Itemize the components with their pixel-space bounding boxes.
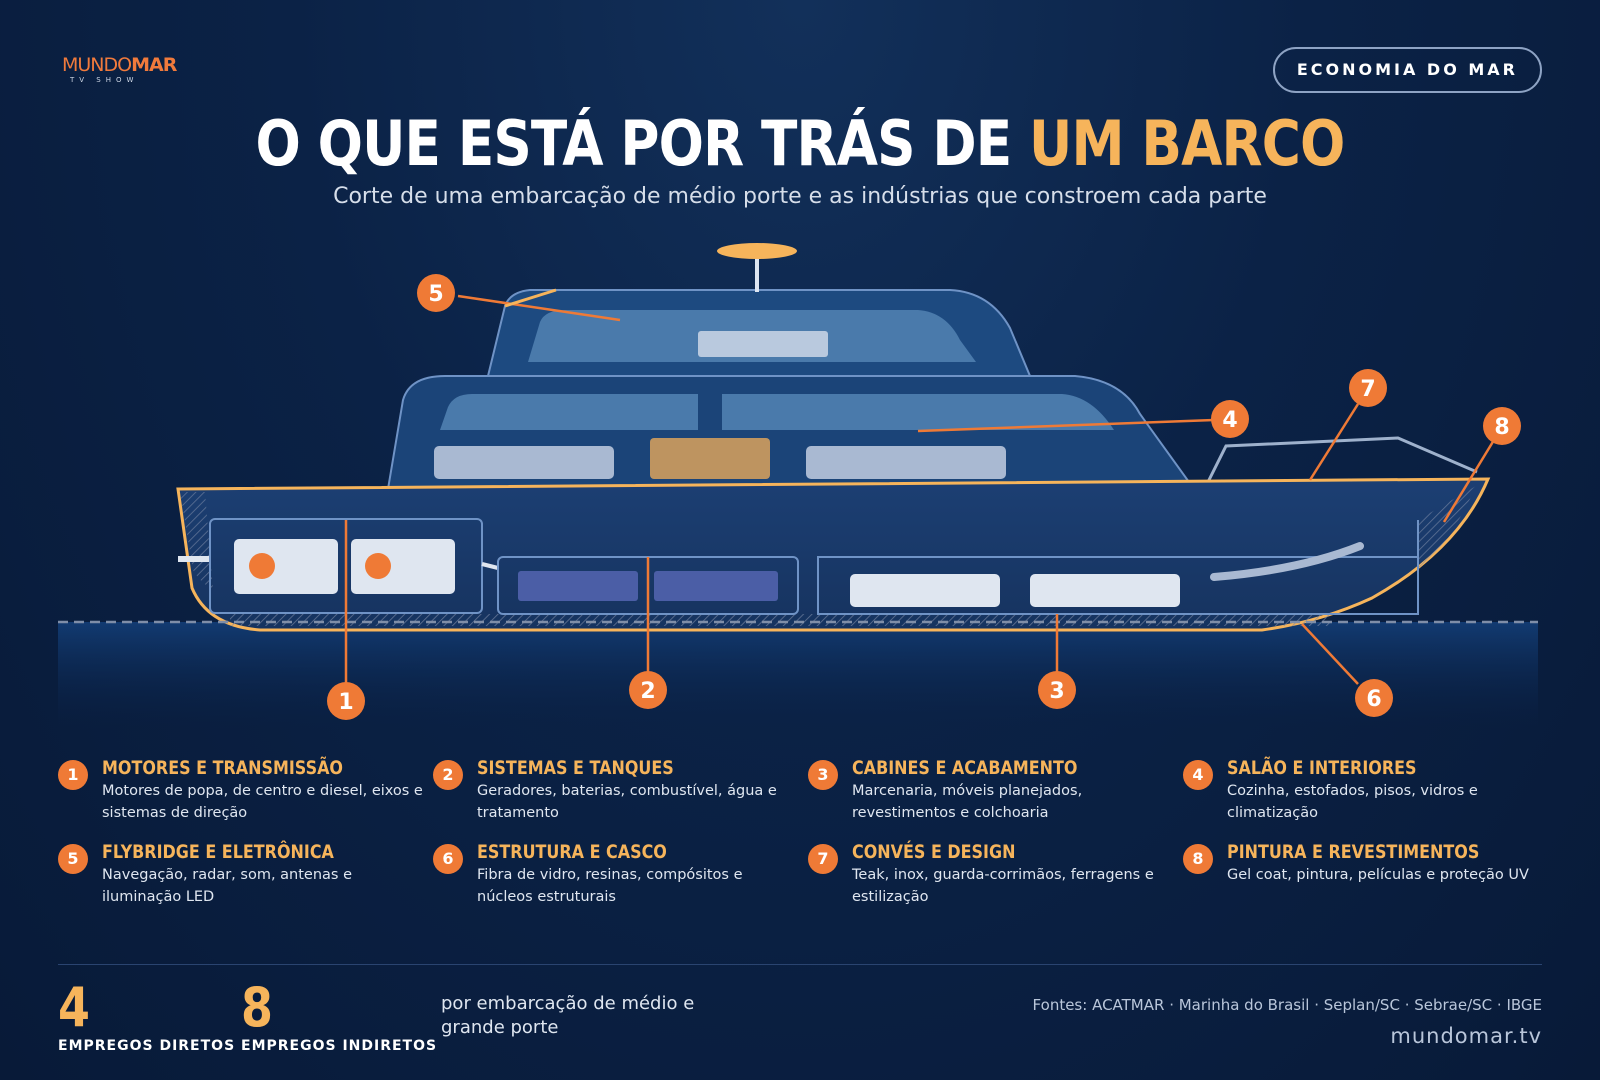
leader-line-6 xyxy=(1301,623,1359,685)
legend-number: 2 xyxy=(433,760,463,790)
engine-right-indicator xyxy=(365,553,391,579)
leader-lines xyxy=(344,294,1496,685)
hull-bottom-hatch xyxy=(230,614,1330,626)
legend-number: 8 xyxy=(1183,844,1213,874)
marker-label: 1 xyxy=(338,690,353,715)
legend-item-sistemas: 2 SISTEMAS E TANQUES Geradores, baterias,… xyxy=(433,756,808,824)
title-highlight: UM BARCO xyxy=(1029,107,1345,180)
marker-5: 5 xyxy=(417,274,455,312)
bow-rail xyxy=(1206,436,1478,483)
stat-label: EMPREGOS INDIRETOS xyxy=(241,1038,438,1054)
water xyxy=(58,622,1538,730)
legend-desc: Teak, inox, guarda-corrimãos, ferragens … xyxy=(852,867,1154,905)
engine-right xyxy=(351,539,455,594)
leader-line-7 xyxy=(1308,403,1360,481)
legend-title: CONVÉS E DESIGN xyxy=(852,841,1016,863)
salon-window-right xyxy=(722,394,1114,430)
legend-item-estrutura: 6 ESTRUTURA E CASCO Fibra de vidro, resin… xyxy=(433,840,808,908)
marker-label: 5 xyxy=(428,282,443,307)
footer-divider xyxy=(58,964,1542,965)
marker-label: 7 xyxy=(1360,377,1375,402)
marker-4: 4 xyxy=(1211,400,1249,438)
berth-right xyxy=(1030,574,1180,607)
stat-note: por embarcação de médio e grande porte xyxy=(441,993,695,1038)
legend-title: ESTRUTURA E CASCO xyxy=(477,841,667,863)
flybridge-panel xyxy=(698,331,828,357)
radar-dome xyxy=(717,243,797,259)
legend-title: CABINES E ACABAMENTO xyxy=(852,757,1078,779)
sources: Fontes: ACATMAR · Marinha do Brasil · Se… xyxy=(1032,996,1542,1014)
leader-line-4 xyxy=(917,418,1215,433)
legend-number: 4 xyxy=(1183,760,1213,790)
section-tag: ECONOMIA DO MAR xyxy=(1272,47,1542,93)
legend-item-pintura: 8 PINTURA E REVESTIMENTOS Gel coat, pintu… xyxy=(1183,840,1558,908)
marker-label: 8 xyxy=(1494,415,1509,440)
page-title: O QUE ESTÁ POR TRÁS DE UM BARCO xyxy=(112,108,1488,180)
marker-7: 7 xyxy=(1349,369,1387,407)
engine-left xyxy=(234,539,338,594)
legend-desc: Gel coat, pintura, películas e proteção … xyxy=(1227,867,1529,883)
shaft-connector xyxy=(481,562,499,570)
galley-block xyxy=(650,438,770,479)
boat-diagram: 1 2 3 4 5 6 7 8 xyxy=(58,243,1538,730)
stat-number: 4 xyxy=(58,976,90,1039)
legend-desc: Fibra de vidro, resinas, compósitos e nú… xyxy=(477,867,743,905)
legend-item-cabines: 3 CABINES E ACABAMENTO Marcenaria, móveis… xyxy=(808,756,1183,824)
legend-item-salao: 4 SALÃO E INTERIORES Cozinha, estofados, … xyxy=(1183,756,1558,824)
leader-line-5 xyxy=(457,294,621,322)
legend-title: MOTORES E TRANSMISSÃO xyxy=(102,757,344,779)
title-main: O QUE ESTÁ POR TRÁS DE xyxy=(255,107,1030,180)
tank-left xyxy=(518,571,638,601)
logo-subtitle: TV SHOW xyxy=(70,76,139,84)
berth-left xyxy=(850,574,1000,607)
legend-item-conves: 7 CONVÉS E DESIGN Teak, inox, guarda-corr… xyxy=(808,840,1183,908)
legend-number: 5 xyxy=(58,844,88,874)
stat-number: 8 xyxy=(241,976,273,1039)
marker-3: 3 xyxy=(1038,671,1076,709)
hull-bow-hatch xyxy=(1418,486,1476,572)
legend-title: PINTURA E REVESTIMENTOS xyxy=(1227,841,1480,863)
stat-direct-jobs: 4 EMPREGOS DIRETOS xyxy=(58,976,236,1055)
legend-desc: Geradores, baterias, combustível, água e… xyxy=(477,783,777,821)
legend-desc: Motores de popa, de centro e diesel, eix… xyxy=(102,783,423,821)
sofa-left xyxy=(434,446,614,479)
marker-label: 2 xyxy=(640,679,655,704)
legend-item-motores: 1 MOTORES E TRANSMISSÃO Motores de popa, … xyxy=(58,756,433,824)
flybridge-antenna xyxy=(504,288,557,308)
logo: MUNDOMAR TV SHOW xyxy=(62,54,177,84)
marker-6: 6 xyxy=(1355,679,1393,717)
marker-label: 6 xyxy=(1366,687,1381,712)
logo-wordmark: MUNDOMAR xyxy=(62,54,177,76)
stat-label: EMPREGOS DIRETOS xyxy=(58,1038,236,1054)
bow-berth xyxy=(1210,542,1364,581)
stat-indirect-jobs: 8 EMPREGOS INDIRETOS xyxy=(241,976,438,1055)
site-url: mundomar.tv xyxy=(1390,1024,1542,1048)
marker-1: 1 xyxy=(327,682,365,720)
legend-desc: Cozinha, estofados, pisos, vidros e clim… xyxy=(1227,783,1478,821)
legend-title: SALÃO E INTERIORES xyxy=(1227,757,1417,779)
marker-label: 3 xyxy=(1049,679,1064,704)
hull-stern-hatch xyxy=(180,492,213,590)
legend-title: FLYBRIDGE E ELETRÔNICA xyxy=(102,841,334,863)
salon-window-left xyxy=(440,394,698,430)
engine-left-indicator xyxy=(249,553,275,579)
sofa-right xyxy=(806,446,1006,479)
swim-platform xyxy=(178,556,210,562)
leader-line-8 xyxy=(1442,439,1496,523)
tank-right xyxy=(654,571,778,601)
marker-8: 8 xyxy=(1483,407,1521,445)
marker-label: 4 xyxy=(1222,408,1237,433)
legend-item-flybridge: 5 FLYBRIDGE E ELETRÔNICA Navegação, radar… xyxy=(58,840,433,908)
legend-number: 3 xyxy=(808,760,838,790)
marker-2: 2 xyxy=(629,671,667,709)
legend-number: 6 xyxy=(433,844,463,874)
legend-number: 1 xyxy=(58,760,88,790)
page-subtitle: Corte de uma embarcação de médio porte e… xyxy=(333,184,1267,209)
legend-number: 7 xyxy=(808,844,838,874)
legend-title: SISTEMAS E TANQUES xyxy=(477,757,674,779)
legend: 1 MOTORES E TRANSMISSÃO Motores de popa, … xyxy=(58,756,1558,908)
legend-desc: Navegação, radar, som, antenas e ilumina… xyxy=(102,867,352,905)
legend-desc: Marcenaria, móveis planejados, revestime… xyxy=(852,783,1083,821)
